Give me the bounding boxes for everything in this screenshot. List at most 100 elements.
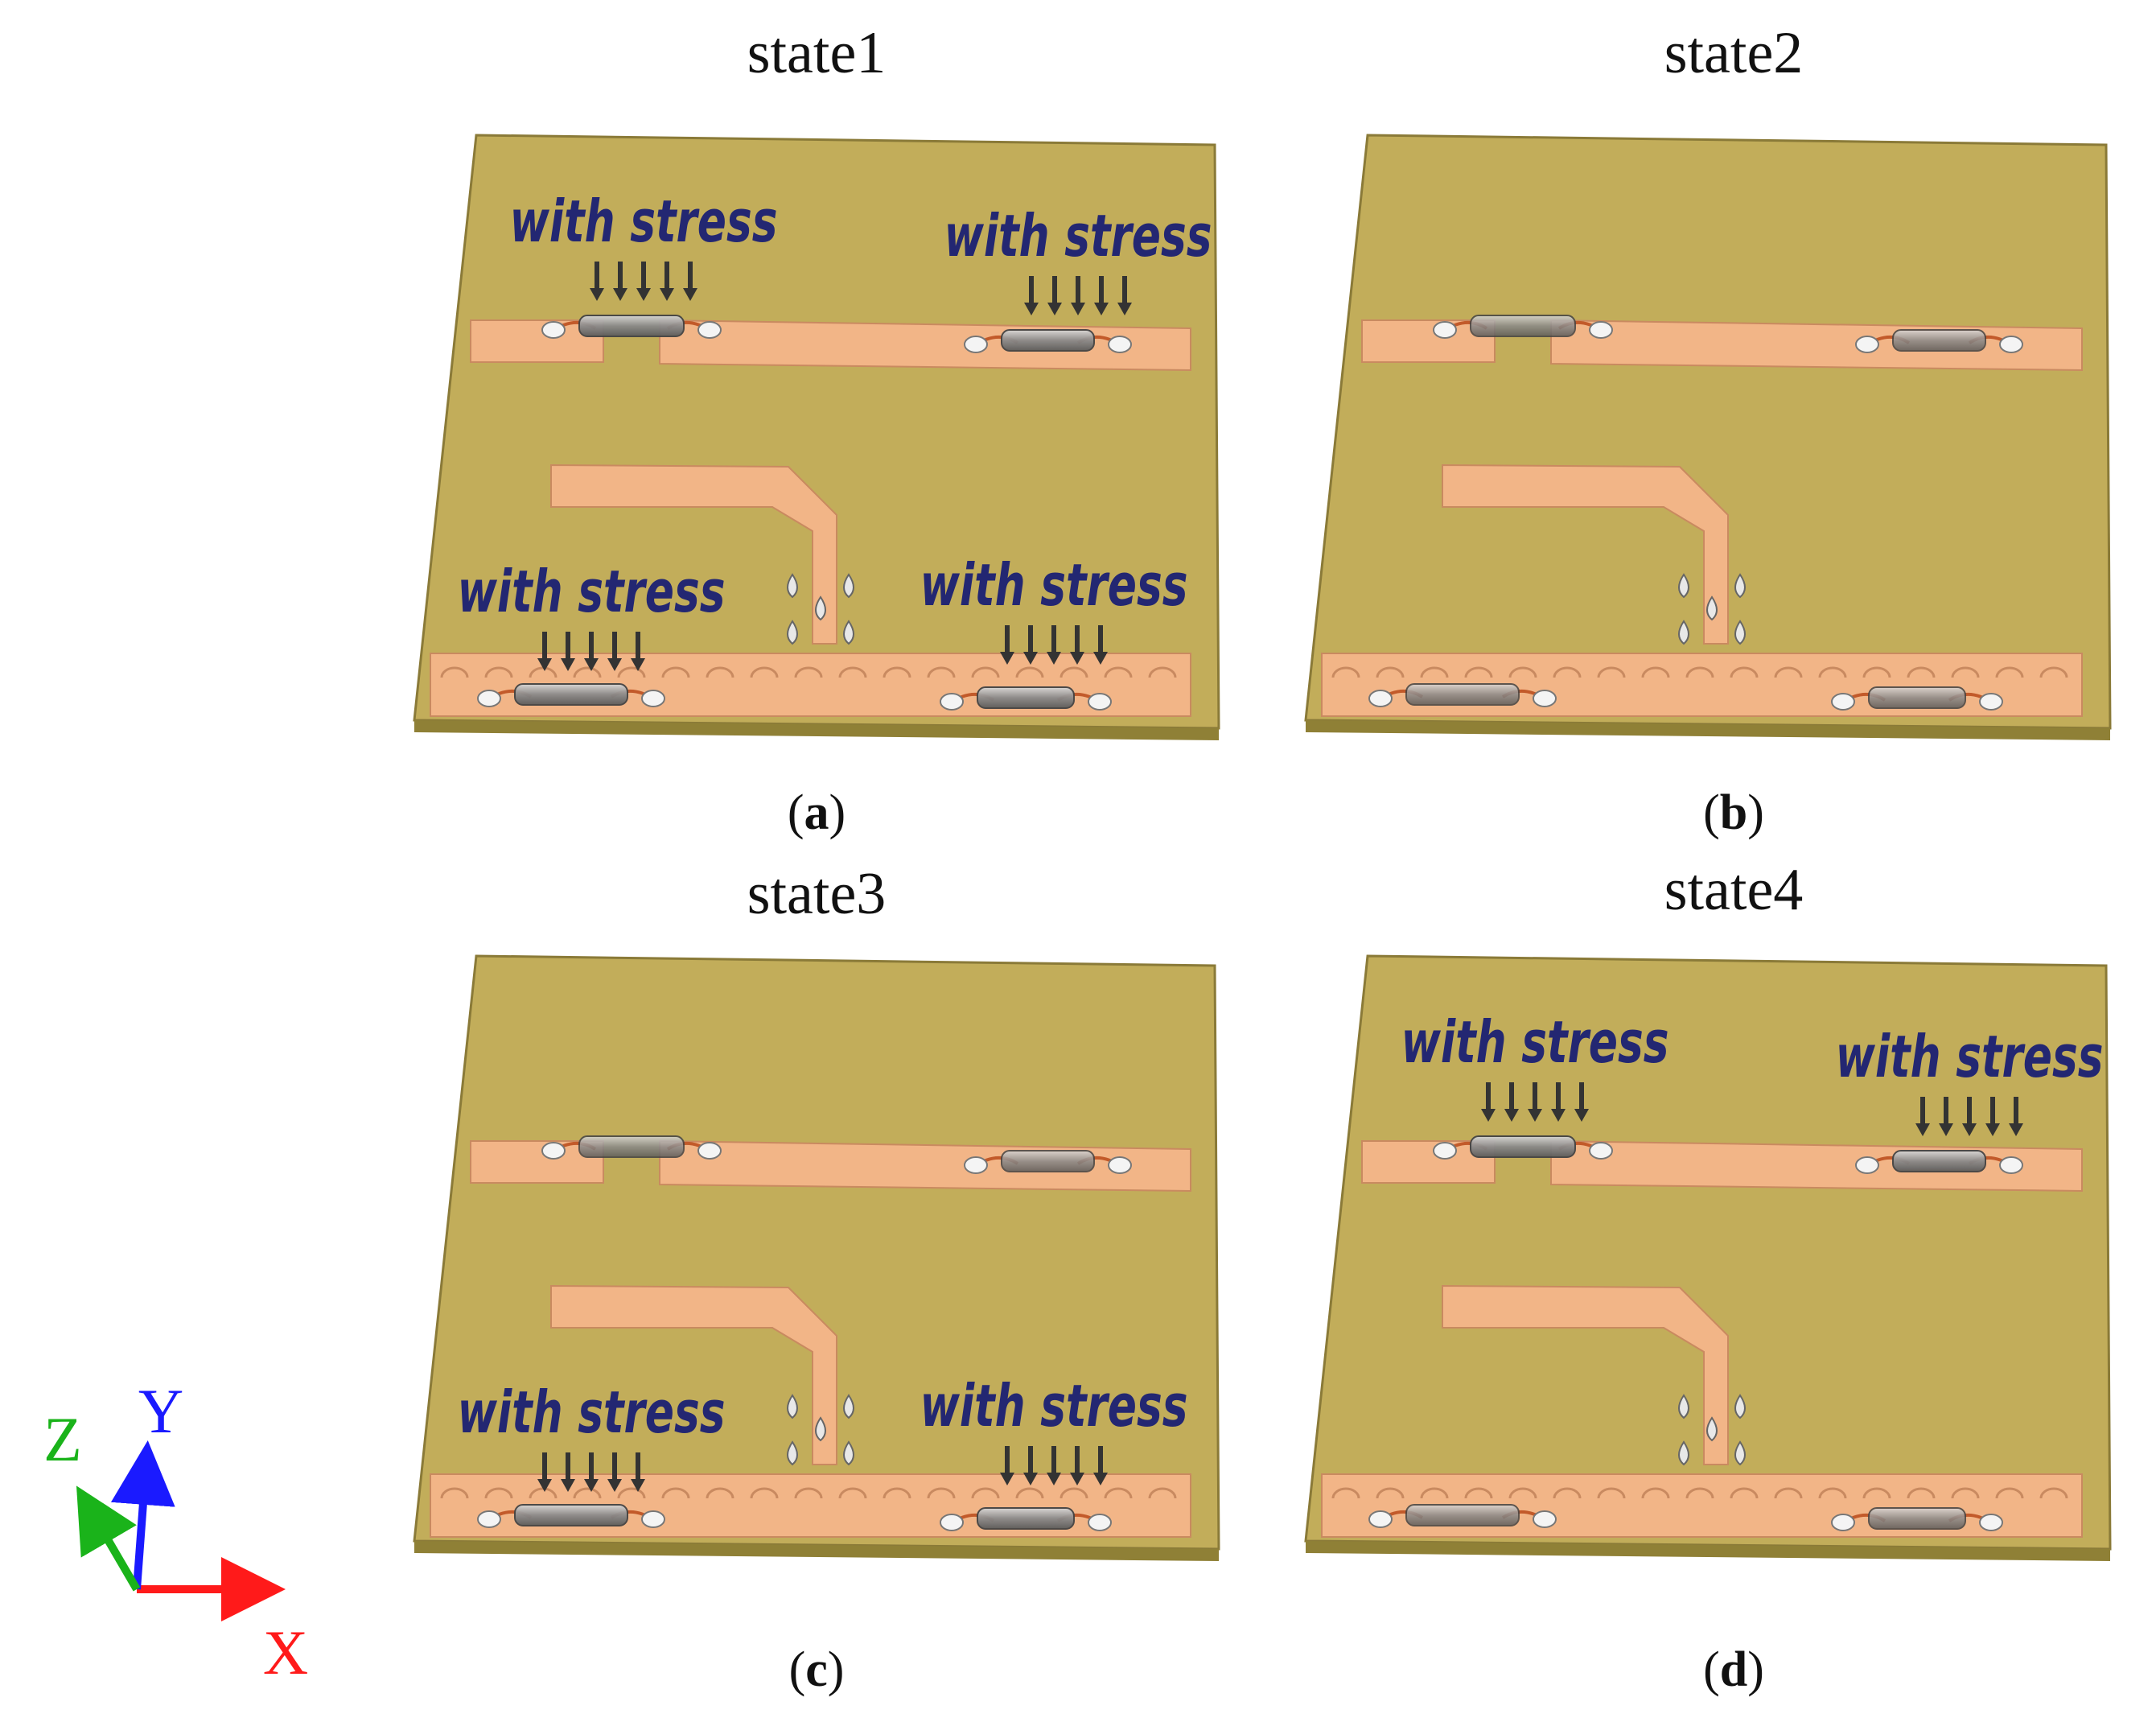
stress-arrow-head [1962,1123,1977,1136]
top-line-left [470,319,604,363]
solder-droplet [787,1394,798,1419]
via [440,666,469,678]
stress-arrows [1481,1082,1589,1122]
stress-arrow-head [561,1479,575,1492]
solder-droplet [815,1416,826,1442]
via [573,666,602,678]
solder-joint [1999,1156,2023,1174]
solder-joint [940,1514,964,1531]
stress-arrow-head [1528,1109,1542,1122]
solder-joint [641,690,665,707]
solder-droplet [843,573,854,599]
solder-joint [1831,1514,1855,1531]
reed-switch [1470,1135,1576,1158]
via [1420,1487,1449,1499]
stress-arrow-head [631,658,645,671]
substrate-edge [414,720,1219,740]
via [1951,1487,1980,1499]
reed-switch [514,1504,628,1526]
stress-label: with stress [458,1379,726,1447]
panel-title: state2 [1664,20,1804,86]
solder-joint [964,336,988,353]
substrate-edge [414,1541,1219,1561]
x-axis-label: X [263,1617,308,1687]
solder-joint [1433,1142,1457,1160]
solder-droplet [1678,573,1689,599]
via [440,1487,469,1499]
stress-arrows [1024,276,1132,315]
solder-joint [964,1156,988,1174]
panel-caption: (c) [789,1642,845,1697]
top-line-left [1361,319,1496,363]
stress-label: with stress [1836,1024,2104,1091]
via [883,1487,911,1499]
stress-label: with stress [944,203,1212,270]
via [971,1487,1000,1499]
stress-arrows [537,1452,645,1492]
solder-joint [1533,690,1557,707]
stress-label: with stress [920,1373,1188,1440]
reed-switch [977,686,1075,709]
via [1774,1487,1803,1499]
y-axis-label: Y [138,1376,183,1446]
stress-arrow-head [1939,1123,1953,1136]
via [1641,666,1670,678]
solder-droplet [843,620,854,645]
via [1597,1487,1626,1499]
via [1951,666,1980,678]
solder-joint [1999,336,2023,353]
via [1907,666,1936,678]
stress-arrow-head [590,288,604,301]
via [1331,1487,1360,1499]
solder-joint [1979,1514,2003,1531]
reed-switch [1405,1504,1520,1526]
via [1059,1487,1088,1499]
solder-droplet [843,1440,854,1466]
stress-arrow-head [537,1479,552,1492]
via [661,1487,690,1499]
via [617,666,646,678]
via [1059,666,1088,678]
solder-droplet [1734,1394,1746,1419]
solder-droplet [787,620,798,645]
reed-switch [578,315,685,337]
stress-arrow-head [1071,303,1085,315]
via [1685,1487,1714,1499]
solder-droplet [1734,573,1746,599]
panel-title: state1 [747,20,887,86]
stress-arrows [537,632,645,671]
stress-arrows [590,262,697,301]
via [1508,666,1537,678]
stress-arrow-head [1047,303,1062,315]
via [927,1487,956,1499]
panel-caption: (b) [1703,785,1764,840]
reed-switch [1868,686,1966,709]
stress-arrow-head [1117,303,1132,315]
via [838,1487,867,1499]
solder-droplet [1678,620,1689,645]
via [838,666,867,678]
via [661,666,690,678]
via [1995,666,2024,678]
solder-joint [1088,1514,1112,1531]
solder-joint [1979,693,2003,711]
solder-joint [1368,1510,1393,1528]
stress-arrow-head [1574,1109,1589,1122]
axis-triad: XYZ [43,1376,308,1687]
via [2039,1487,2068,1499]
reed-switch [578,1135,685,1158]
via [1774,666,1803,678]
solder-joint [1855,1156,1879,1174]
stress-arrow-head [1985,1123,2000,1136]
stress-arrow-head [1047,1473,1061,1485]
stress-label: with stress [458,558,726,626]
via [971,666,1000,678]
reed-switch [1892,1150,1986,1172]
reed-switch [1405,683,1520,706]
reed-switch [1892,329,1986,352]
via [706,1487,734,1499]
panel-b: state2 (b) [1304,20,2112,840]
stress-arrows [1915,1097,2023,1136]
solder-joint [697,321,722,339]
